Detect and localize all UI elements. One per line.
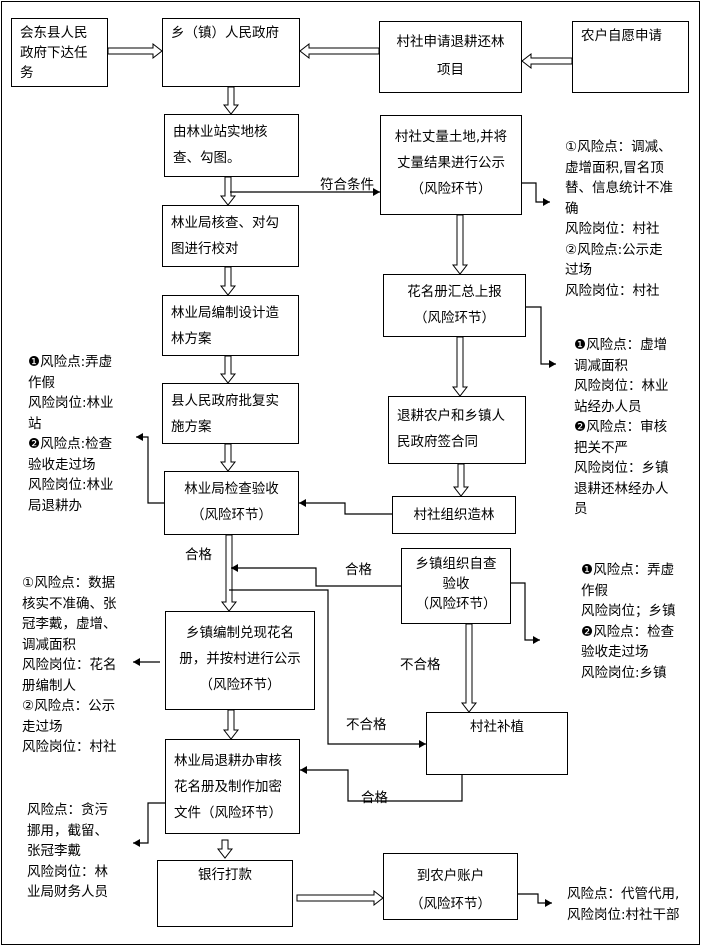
arrowhead	[533, 636, 540, 644]
node-township-gov: 乡（镇）人民政府	[162, 18, 300, 87]
hollow-arrow	[451, 336, 469, 397]
risk-note-selfcheck: ❶风险点：弄虚 作假 风险岗位；乡镇 ❷风险点：检查 验收走过场 风险岗位:乡镇	[581, 562, 676, 681]
node-bureau-design: 林业局编制设计造 林方案	[162, 295, 299, 356]
hollow-arrow	[460, 623, 478, 713]
arrowhead	[299, 499, 306, 507]
label-pass: 合格	[345, 562, 372, 578]
arrowhead	[419, 740, 426, 748]
hollow-arrow	[219, 266, 237, 296]
label-pass: 合格	[361, 790, 388, 806]
connector-line	[511, 582, 540, 641]
risk-note-township-roster: ①风险点：数据 核实不准确、张 冠李戴，虚增、 调减面积 风险岗位：花名 册编制…	[22, 575, 117, 755]
hollow-arrow	[299, 42, 380, 60]
node-bureau-check-map: 林业局核查、对勾 图进行校对	[162, 205, 299, 267]
connector-line	[526, 306, 556, 365]
node-village-apply: 村社申请退耕还林 项目	[379, 21, 522, 93]
risk-note-measure: ①风险点：调减、 虚增面积,冒名顶 替、信息统计不准 确 风险岗位：村社 ②风险…	[565, 139, 673, 299]
node-roster-report: 花名册汇总上报 （风险环节）	[383, 274, 526, 337]
arrowhead	[373, 188, 380, 196]
hollow-arrow	[220, 534, 238, 612]
label-fail: 不合格	[346, 717, 387, 733]
connector-line	[229, 589, 426, 745]
risk-note-account: 风险点：代管代用, 风险岗位:村社干部	[567, 886, 680, 923]
connector-line	[231, 567, 401, 587]
hollow-arrow	[219, 443, 237, 472]
hollow-arrow	[219, 176, 237, 206]
label-eligible: 符合条件	[320, 177, 374, 193]
arrowhead	[300, 766, 307, 774]
risk-note-review: 风险点：贪污 挪用，截留、 张冠李戴 风险岗位：林 业局财务人员	[27, 802, 108, 900]
node-bureau-accept: 林业局检查验收 （风险环节）	[164, 471, 299, 535]
node-county-task: 会东县人民 政府下达任 务	[11, 18, 108, 87]
node-bank-pay: 银行打款	[157, 860, 293, 927]
hollow-arrow	[219, 355, 237, 384]
node-village-measure: 村社丈量土地,并将 丈量结果进行公示 （风险环节）	[380, 115, 522, 215]
hollow-arrow	[521, 52, 573, 70]
arrowhead	[136, 433, 143, 441]
node-bureau-review: 林业局退耕办审核 花名册及制作加密 文件（风险环节）	[165, 739, 300, 834]
connector-line	[136, 436, 164, 504]
node-farmer-account: 到农户账户 （风险环节）	[383, 853, 518, 920]
arrowhead	[543, 198, 550, 206]
connector-line	[522, 182, 550, 203]
arrowhead	[549, 360, 556, 368]
connector-line	[133, 802, 165, 844]
hollow-arrow	[216, 839, 234, 859]
node-county-approve: 县人民政府批复实 施方案	[162, 383, 299, 444]
connector-line	[300, 769, 463, 802]
arrowhead	[545, 899, 552, 907]
node-farmer-apply: 农户自愿申请	[572, 21, 689, 93]
hollow-arrow	[296, 889, 384, 907]
label-pass: 合格	[185, 547, 212, 563]
node-sign-contract: 退耕农户和乡镇人 民政府签合同	[388, 396, 526, 464]
node-village-replant: 村社补植	[426, 712, 568, 775]
hollow-arrow	[452, 463, 470, 497]
arrowhead	[231, 564, 238, 572]
connector-line	[299, 502, 392, 515]
risk-note-roster: ❶风险点：虚增 调减面积 风险岗位：林业 站经办人员 ❷风险点：审核 把关不严 …	[574, 337, 669, 517]
hollow-arrow	[222, 709, 240, 740]
label-fail: 不合格	[400, 657, 441, 673]
arrowhead	[133, 658, 140, 666]
arrowhead	[133, 839, 140, 847]
node-village-plant: 村社组织造林	[392, 496, 516, 534]
node-township-selfcheck: 乡镇组织自查 验收 （风险环节）	[401, 548, 511, 624]
hollow-arrow	[451, 214, 469, 275]
hollow-arrow	[107, 42, 163, 60]
node-township-roster: 乡镇编制兑现花名 册，并按村进行公示 （风险环节）	[165, 611, 315, 710]
hollow-arrow	[222, 86, 240, 115]
risk-note-accept: ❶风险点:弄虚 作假 风险岗位:林业 站 ❷风险点:检查 验收走过场 风险岗位:…	[28, 354, 114, 514]
node-station-survey: 由林业站实地核 查、勾图。	[164, 114, 299, 177]
